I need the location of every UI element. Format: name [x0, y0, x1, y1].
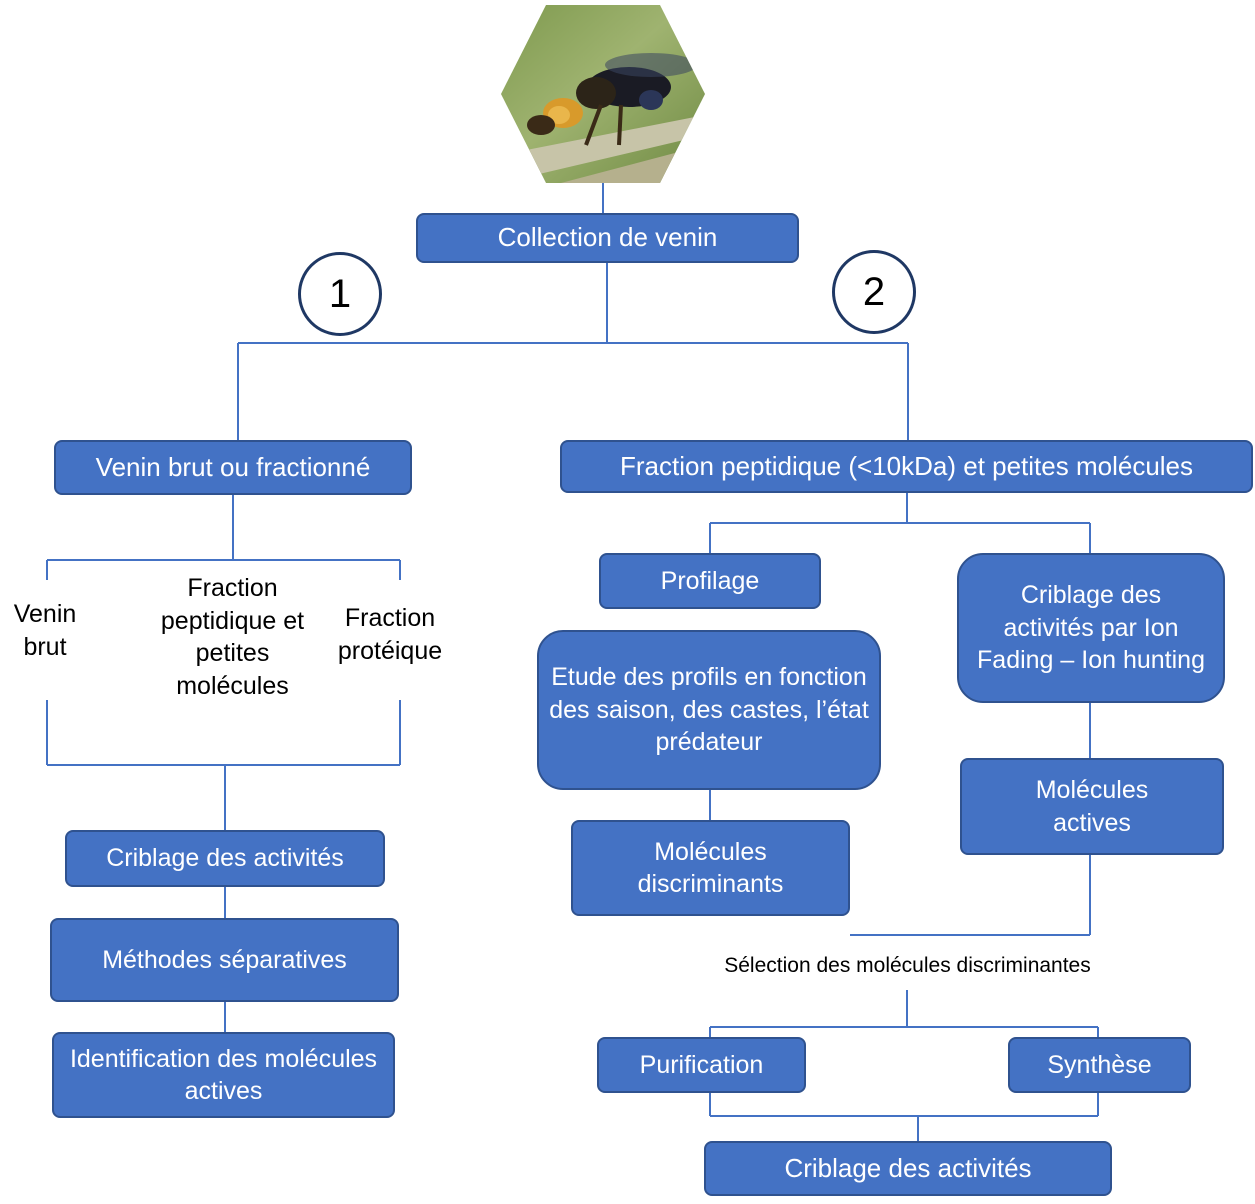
fraction-peptidique-label: Fraction peptidique (<10kDa) et petites …	[619, 450, 1194, 481]
molecules-discriminants-label: Molécules discriminants	[637, 837, 784, 899]
criblage-activites-label-2: Criblage des activités	[784, 1152, 1032, 1183]
selection-label: Sélection des molécules discriminantes	[724, 954, 1091, 977]
molecules-actives-box[interactable]: Molécules actives	[960, 758, 1224, 855]
synthese-box[interactable]: Synthèse	[1008, 1037, 1191, 1093]
venin-brut-fractionne-box[interactable]: Venin brut ou fractionné	[54, 440, 412, 495]
criblage-activites-box-2[interactable]: Criblage des activités	[704, 1141, 1112, 1196]
sample-fraction-peptidique: Fraction peptidique et petites molécules	[160, 574, 305, 700]
criblage-activites-box-1[interactable]: Criblage des activités	[65, 830, 385, 887]
branch-1-number: 1	[328, 271, 352, 316]
hornet-photo	[501, 5, 705, 183]
methodes-separatives-label: Méthodes séparatives	[102, 945, 347, 974]
sample-fraction-proteique: Fraction protéique	[337, 604, 443, 665]
criblage-activites-label-1: Criblage des activités	[106, 844, 344, 873]
fraction-peptidique-box[interactable]: Fraction peptidique (<10kDa) et petites …	[560, 440, 1253, 493]
etude-profils-box[interactable]: Etude des profils en fonction des saison…	[537, 630, 881, 790]
profilage-box[interactable]: Profilage	[599, 553, 821, 609]
methodes-separatives-box[interactable]: Méthodes séparatives	[50, 918, 399, 1002]
criblage-ion-label: Criblage des activités par Ion Fading – …	[977, 581, 1205, 675]
criblage-ion-box[interactable]: Criblage des activités par Ion Fading – …	[957, 553, 1225, 703]
collection-label: Collection de venin	[497, 222, 718, 253]
purification-label: Purification	[639, 1050, 764, 1079]
branch-2-marker: 2	[832, 250, 916, 334]
sample-venin-brut: Venin brut	[13, 600, 77, 661]
molecules-actives-label: Molécules actives	[1035, 776, 1149, 837]
collection-box[interactable]: Collection de venin	[416, 213, 799, 263]
identification-box[interactable]: Identification des molécules actives	[52, 1032, 395, 1118]
identification-label: Identification des molécules actives	[69, 1044, 378, 1106]
synthese-label: Synthèse	[1047, 1050, 1152, 1079]
molecules-discriminants-box[interactable]: Molécules discriminants	[571, 820, 850, 916]
branch-1-marker: 1	[298, 252, 382, 336]
venin-brut-fractionne-label: Venin brut ou fractionné	[95, 451, 371, 482]
branch-2-number: 2	[862, 269, 886, 314]
etude-profils-label: Etude des profils en fonction des saison…	[549, 663, 869, 757]
profilage-label: Profilage	[660, 566, 760, 595]
purification-box[interactable]: Purification	[597, 1037, 806, 1093]
